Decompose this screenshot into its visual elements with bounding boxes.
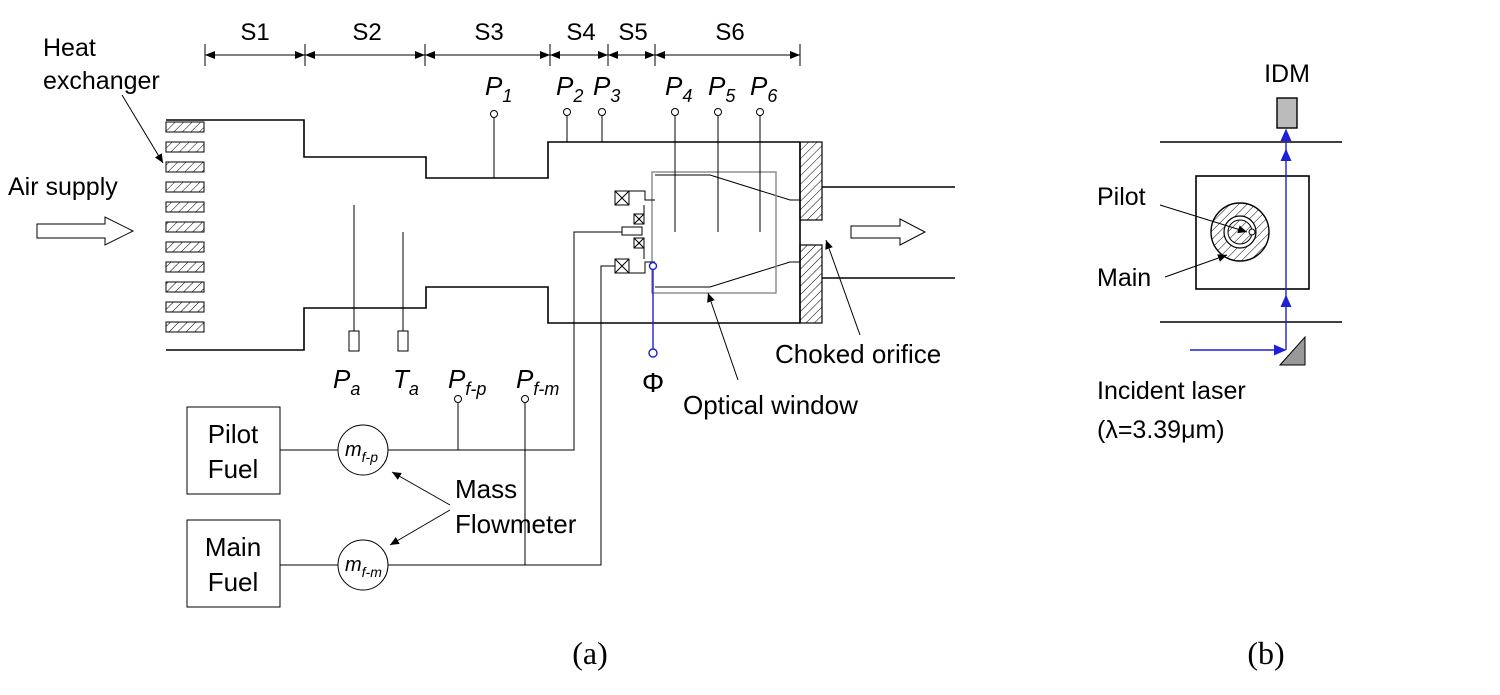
mfm-label: mf-m bbox=[345, 554, 382, 580]
idm-label: IDM bbox=[1264, 60, 1310, 88]
section-label-s1: S1 bbox=[240, 19, 269, 46]
exit-duct bbox=[822, 186, 955, 279]
main-fuel-box bbox=[186, 519, 281, 608]
inlet-probes bbox=[348, 205, 409, 352]
caption-a: (a) bbox=[572, 635, 608, 671]
heat-exchanger bbox=[165, 121, 205, 333]
wavelength-label: (λ=3.39μm) bbox=[1097, 416, 1225, 444]
section-label-s4: S4 bbox=[566, 19, 595, 46]
pfp-label: Pf-p bbox=[448, 364, 486, 399]
p4-label: P4 bbox=[665, 71, 692, 106]
heat-exchanger-label-line2: exchanger bbox=[43, 67, 160, 95]
section-label-s5: S5 bbox=[618, 19, 647, 46]
main-fuel-line bbox=[280, 265, 615, 566]
pressure-taps bbox=[490, 108, 764, 232]
section-label-s3: S3 bbox=[474, 19, 503, 46]
section-label-s2: S2 bbox=[352, 19, 381, 46]
optical-window-leader bbox=[707, 292, 739, 381]
pilot-fuel-label-line1: Pilot bbox=[208, 419, 259, 449]
mfp-label: mf-p bbox=[345, 439, 378, 465]
phi-probe-top bbox=[648, 261, 658, 271]
heat-exchanger-leader bbox=[121, 94, 164, 164]
caption-b: (b) bbox=[1247, 635, 1284, 671]
choked-orifice-label: Choked orifice bbox=[775, 339, 941, 369]
air-supply-label: Air supply bbox=[8, 173, 118, 201]
pa-label: Pa bbox=[333, 364, 360, 399]
combustor-liner-lower bbox=[655, 261, 800, 288]
burner-cross-section bbox=[1210, 202, 1270, 262]
section-label-s6: S6 bbox=[715, 19, 744, 46]
phi-label: Φ bbox=[642, 367, 664, 398]
main-fuel-label-line2: Fuel bbox=[208, 567, 259, 597]
ta-label: Ta bbox=[393, 364, 419, 399]
phi-probe-bottom bbox=[648, 348, 658, 358]
optical-window-label: Optical window bbox=[683, 390, 858, 420]
p5-label: P5 bbox=[708, 71, 736, 106]
exit-flow-arrow bbox=[850, 218, 927, 246]
combustor-liner-upper bbox=[655, 174, 800, 201]
pilot-mass-flowmeter bbox=[337, 424, 389, 476]
pilot-fuel-line bbox=[280, 231, 622, 451]
mass-flowmeter-label-line1: Mass bbox=[455, 474, 517, 504]
flowmeter-leader-pilot bbox=[391, 471, 451, 506]
idm-detector bbox=[1276, 97, 1298, 129]
pilot-fuel-label-line2: Fuel bbox=[208, 454, 259, 484]
section-dimension-line bbox=[204, 44, 801, 66]
main-mass-flowmeter bbox=[337, 539, 389, 591]
pfm-tap bbox=[521, 395, 529, 403]
window-section bbox=[1195, 175, 1310, 290]
p1-label: P1 bbox=[485, 71, 512, 106]
pfm-label: Pf-m bbox=[516, 364, 559, 399]
air-supply-arrow bbox=[36, 216, 135, 246]
choked-orifice bbox=[799, 141, 823, 324]
p6-label: P6 bbox=[750, 71, 778, 106]
mass-flowmeter-label-line2: Flowmeter bbox=[455, 509, 577, 539]
pilot-label: Pilot bbox=[1097, 183, 1146, 211]
flowmeter-leader-main bbox=[389, 509, 451, 546]
p2-label: P2 bbox=[556, 71, 583, 106]
duct-lower-wall bbox=[166, 286, 800, 351]
choked-orifice-leader bbox=[825, 239, 861, 336]
mirror bbox=[1278, 335, 1306, 366]
pilot-fuel-box bbox=[186, 406, 281, 495]
main-fuel-label-line1: Main bbox=[205, 532, 261, 562]
p3-label: P3 bbox=[593, 71, 620, 106]
pfp-tap bbox=[454, 395, 462, 403]
main-leader bbox=[1164, 254, 1228, 278]
heat-exchanger-label-line1: Heat bbox=[43, 34, 96, 62]
pilot-leader bbox=[1159, 204, 1248, 234]
main-label: Main bbox=[1097, 264, 1151, 292]
duct-upper-wall bbox=[166, 119, 800, 179]
incident-laser-label: Incident laser bbox=[1097, 377, 1246, 405]
